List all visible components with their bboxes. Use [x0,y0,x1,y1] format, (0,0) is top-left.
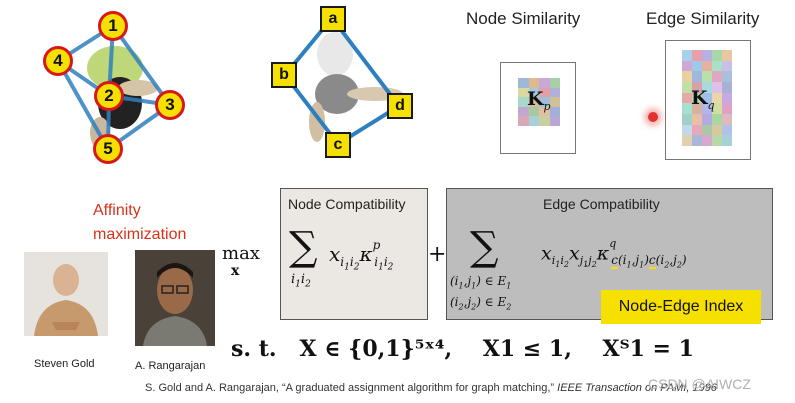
portrait-steven-gold [24,252,108,336]
portrait-rangarajan-image [135,250,215,346]
node-badge-d: d [387,93,413,119]
node-badge-c: c [325,132,351,158]
edge-sum-index: (i1,j1) ∈ E1 (i2,j2) ∈ E2 [450,274,512,312]
steven-gold-name: Steven Gold [34,358,95,370]
portrait-steven-gold-image [24,252,108,336]
pointer-dot [648,112,658,122]
max-subscript-x: x [231,263,240,279]
citation-venue: IEEE Transaction on PAMI, 1996 [557,382,717,394]
node-sum-index: i1i2 [291,272,311,290]
edge-sum-symbol: ∑ [470,224,499,270]
graph1: 1 4 2 3 5 [30,8,210,168]
citation: S. Gold and A. Rangarajan, “A graduated … [145,382,717,394]
affinity-title: Affinity maximization [93,199,186,247]
node-badge-2: 2 [94,81,124,111]
affinity-line-1: Affinity [93,202,141,219]
node-similarity-symbol: Kp [527,88,551,113]
portrait-rangarajan [135,250,215,346]
edge-similarity-symbol: Kq [691,87,715,112]
node-badge-5: 5 [93,134,123,164]
edge-compatibility-title: Edge Compatibility [543,196,660,212]
graph2: a b d c [265,4,425,164]
constraints: s. t. X ∈ {0,1}⁵ˣ⁴, X1 ≤ 1, Xᵀ1 = 1 [231,336,694,362]
watermark: CSDN @AIWCZ [648,376,751,392]
edge-term: xi1i2xj1j2κqc(i1,j1)c(i2,j2) [541,237,687,270]
node-term: xi1i2κpi1i2 [329,238,394,273]
plus-sign: + [428,242,447,267]
max-operator: max [222,243,260,264]
node-compatibility-title: Node Compatibility [288,196,406,212]
node-badge-a: a [320,6,346,32]
rangarajan-name: A. Rangarajan [135,360,206,372]
node-similarity-title: Node Similarity [466,9,581,28]
node-sum-symbol: ∑ [289,224,318,270]
node-badge-4: 4 [43,46,73,76]
affinity-line-2: maximization [93,226,187,243]
edge-similarity-matrix [682,50,732,146]
edge-similarity-title: Edge Similarity [646,9,760,28]
node-edge-index-badge: Node-Edge Index [601,290,761,324]
node-badge-1: 1 [98,11,128,41]
node-compatibility-box [280,188,428,320]
node-badge-b: b [271,62,297,88]
citation-main: S. Gold and A. Rangarajan, “A graduated … [145,382,555,394]
node-badge-3: 3 [155,90,185,120]
node-similarity-matrix [518,78,560,126]
